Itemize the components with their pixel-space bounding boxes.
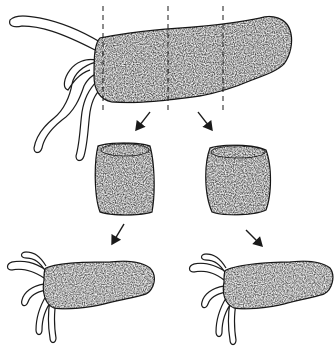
regenerated-hydra-left (8, 252, 155, 343)
middle-section-right (206, 145, 271, 215)
arrows-bottom (112, 224, 262, 246)
regenerated-hydra-right (190, 254, 333, 345)
arrow-to-left-section (136, 112, 150, 130)
middle-section-left (95, 143, 154, 215)
arrows-top (136, 112, 212, 130)
arrow-to-left-hydra (112, 224, 124, 244)
original-tentacles (10, 16, 104, 161)
arrow-to-right-hydra (246, 230, 262, 246)
original-hydra (10, 16, 292, 161)
arrow-to-right-section (198, 112, 212, 130)
